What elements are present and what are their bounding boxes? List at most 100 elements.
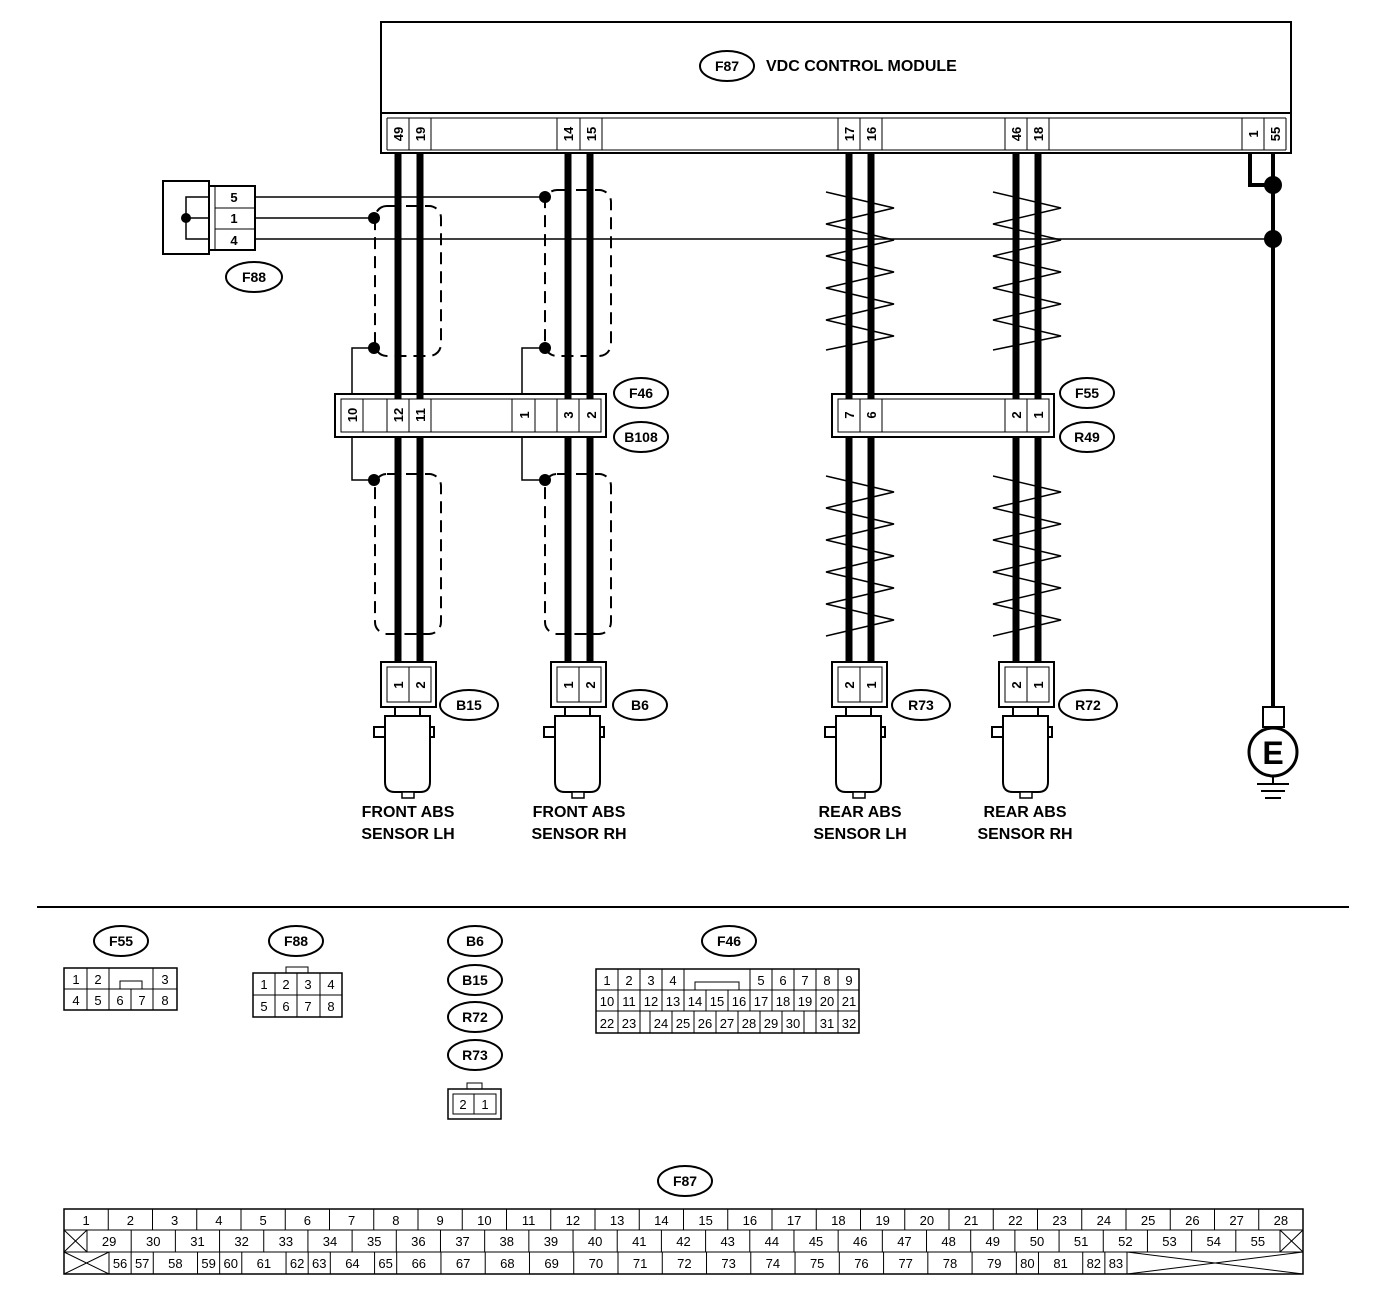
legend-cell: 66: [412, 1256, 426, 1271]
legend-cell: 5: [260, 999, 267, 1014]
f88-pin: 1: [230, 211, 237, 226]
legend-cell: 16: [743, 1213, 757, 1228]
legend-cell: 6: [779, 973, 786, 988]
module-connector-code: F87: [715, 58, 739, 74]
legend-cell: 4: [327, 977, 334, 992]
joint-pin: 3: [561, 411, 576, 418]
legend-cell: 36: [411, 1234, 425, 1249]
legend-cell: 4: [72, 993, 79, 1008]
legend-cell: 81: [1053, 1256, 1067, 1271]
legend-cell: 50: [1030, 1234, 1044, 1249]
legend-cell: 18: [776, 994, 790, 1009]
legend-cell: 7: [348, 1213, 355, 1228]
legend-cell: 14: [654, 1213, 668, 1228]
legend-cell: 74: [766, 1256, 780, 1271]
shield-drain-wires: [351, 347, 545, 481]
legend-cell: 3: [161, 972, 168, 987]
legend-cell: 15: [710, 994, 724, 1009]
legend-cell: 52: [1118, 1234, 1132, 1249]
legend-cell: 16: [732, 994, 746, 1009]
legend-cell: 83: [1109, 1256, 1123, 1271]
legend-cell: 40: [588, 1234, 602, 1249]
module-pin: 18: [1031, 127, 1046, 141]
legend-cell: 13: [610, 1213, 624, 1228]
legend-cell: 59: [201, 1256, 215, 1271]
joint-pin: 1: [1031, 411, 1046, 418]
legend-cell: 37: [455, 1234, 469, 1249]
module-pin: 55: [1268, 127, 1283, 141]
legend-cell: 65: [378, 1256, 392, 1271]
joint-pin: 2: [1009, 411, 1024, 418]
joint-front-code-bottom: B108: [624, 429, 658, 445]
sensor-label-line2: SENSOR LH: [361, 826, 454, 843]
legend-cell: 20: [920, 1213, 934, 1228]
legend-cell: 11: [622, 994, 636, 1009]
module-name: VDC CONTROL MODULE: [766, 58, 957, 75]
legend-cell: 7: [304, 999, 311, 1014]
joint-pin: 12: [391, 408, 406, 422]
legend-cell: 73: [721, 1256, 735, 1271]
legend-cell: 68: [500, 1256, 514, 1271]
legend-cell: 27: [1229, 1213, 1243, 1228]
legend-cell: 21: [964, 1213, 978, 1228]
sensor-label-line2: SENSOR LH: [813, 826, 906, 843]
legend-cell: 5: [94, 993, 101, 1008]
legend-cell: 9: [845, 973, 852, 988]
legend-cell: 60: [223, 1256, 237, 1271]
joint-rear-code-top: F55: [1075, 385, 1099, 401]
sensor-label-line2: SENSOR RH: [977, 826, 1072, 843]
sensor-front-rh: 1 2 B6 FRONT ABS SENSOR RH: [531, 661, 668, 843]
sensor-pin: 1: [1031, 681, 1046, 688]
legend-cell: 48: [941, 1234, 955, 1249]
joint-rear-code-bottom: R49: [1074, 429, 1100, 445]
module-pin: 49: [391, 127, 406, 141]
sensor-pin: 2: [413, 681, 428, 688]
legend-cell: 7: [138, 993, 145, 1008]
module-pin: 1: [1246, 130, 1261, 137]
legend-cell: 76: [854, 1256, 868, 1271]
legend-cell: 25: [1141, 1213, 1155, 1228]
sensor-label-line2: SENSOR RH: [531, 826, 626, 843]
legend-cell: 27: [720, 1016, 734, 1031]
legend-cell: 51: [1074, 1234, 1088, 1249]
legend-cell: 53: [1162, 1234, 1176, 1249]
sensor-rear-lh: 2 1 R73 REAR ABS SENSOR LH: [813, 661, 951, 843]
legend-cell: 13: [666, 994, 680, 1009]
sensor-pin: 2: [1009, 681, 1024, 688]
sensor-rear-rh: 2 1 R72 REAR ABS SENSOR RH: [977, 661, 1118, 843]
legend-cell: 4: [669, 973, 676, 988]
legend-cell: 12: [644, 994, 658, 1009]
legend-cell: 26: [1185, 1213, 1199, 1228]
legend-cell: 28: [1274, 1213, 1288, 1228]
sensor-pin: 1: [561, 681, 576, 688]
legend-cell: 7: [801, 973, 808, 988]
legend-cell: 2: [127, 1213, 134, 1228]
legend-cell: 1: [72, 972, 79, 987]
legend-cell: 30: [786, 1016, 800, 1031]
legend-cell: 43: [720, 1234, 734, 1249]
legend-cell: 57: [135, 1256, 149, 1271]
module-pin: 17: [842, 127, 857, 141]
legend-cell: 64: [345, 1256, 359, 1271]
legend-cell: 8: [161, 993, 168, 1008]
legend-code: F88: [284, 933, 308, 949]
legend-cell: 9: [437, 1213, 444, 1228]
legend-cell: 69: [544, 1256, 558, 1271]
legend-cell: 17: [754, 994, 768, 1009]
legend-cell: 12: [566, 1213, 580, 1228]
legend-cell: 30: [146, 1234, 160, 1249]
legend-cell: 41: [632, 1234, 646, 1249]
joint-pin: 6: [864, 411, 879, 418]
legend-cell: 2: [282, 977, 289, 992]
legend-cell: 31: [190, 1234, 204, 1249]
legend-cell: 5: [260, 1213, 267, 1228]
legend-cell: 82: [1087, 1256, 1101, 1271]
module-pin: 15: [584, 127, 599, 141]
ground-label: E: [1262, 735, 1283, 771]
joint-pin: 1: [517, 411, 532, 418]
legend-cell: 78: [943, 1256, 957, 1271]
legend-cell: 29: [764, 1016, 778, 1031]
legend-cell: 72: [677, 1256, 691, 1271]
